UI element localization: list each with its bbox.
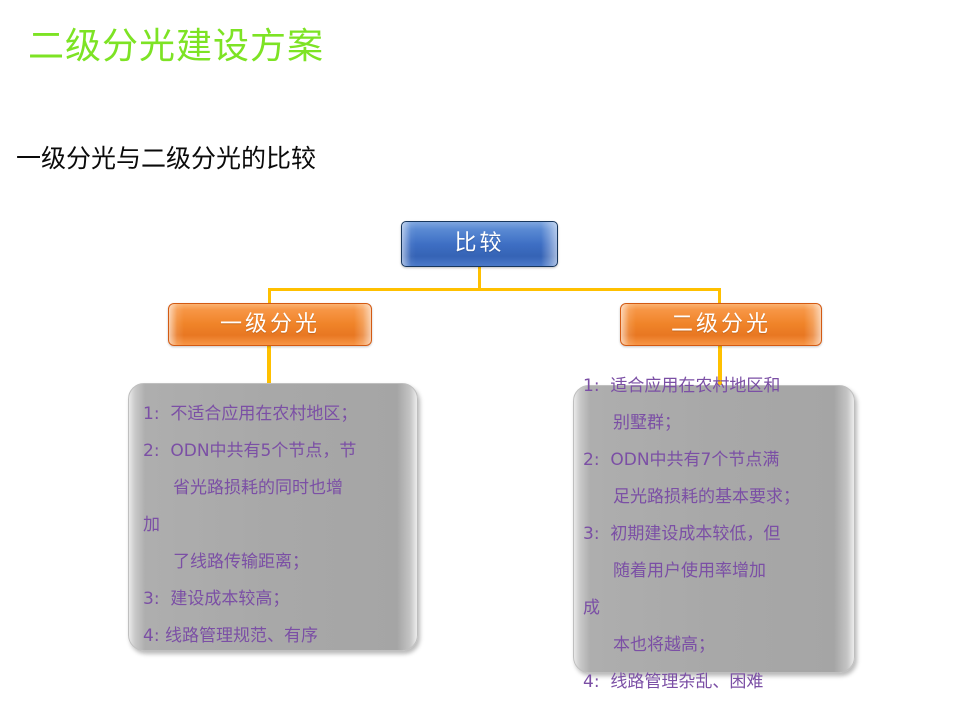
page-title: 二级分光建设方案 <box>28 26 325 67</box>
connector-right-to-panel <box>718 344 722 386</box>
detail-panel-line: 随着用户使用率增加 <box>613 561 766 581</box>
detail-panel-line: 别墅群； <box>613 413 681 433</box>
detail-panel-level-two-text: 1: 适合应用在农村地区和别墅群； 2: ODN中共有7个节点满足光路损耗的基本要… <box>583 368 800 701</box>
connector-drop-right <box>718 288 721 305</box>
slide-subtitle: 一级分光与二级分光的比较 <box>16 144 317 173</box>
detail-panel-line: 2: ODN中共有7个节点满 <box>583 450 780 470</box>
detail-panel-line: 2: ODN中共有5个节点，节 <box>143 441 357 461</box>
detail-panel-line: 1: 适合应用在农村地区和 <box>583 376 781 396</box>
detail-panel-line: 了线路传输距离； <box>173 552 309 572</box>
detail-panel-line: 本也将越高； <box>613 635 715 655</box>
diagram-node-root-label: 比较 <box>454 231 505 256</box>
detail-panel-line: 4: 线路管理规范、有序 <box>143 626 318 646</box>
detail-panel-line: 成 <box>583 598 600 618</box>
connector-root-stem <box>478 266 481 290</box>
connector-left-to-panel <box>267 346 271 384</box>
diagram-node-level-two[interactable]: 二级分光 <box>620 303 822 346</box>
connector-drop-left <box>268 288 271 305</box>
detail-panel-line: 3: 初期建设成本较低，但 <box>583 524 781 544</box>
detail-panel-level-one <box>128 383 418 651</box>
diagram-node-level-one[interactable]: 一级分光 <box>168 303 372 346</box>
connector-horizontal-bar <box>268 288 721 291</box>
detail-panel-line: 足光路损耗的基本要求； <box>613 487 800 507</box>
diagram-node-level-one-label: 一级分光 <box>219 311 320 337</box>
diagram-node-root[interactable]: 比较 <box>401 221 558 267</box>
detail-panel-line: 省光路损耗的同时也增 <box>173 478 343 498</box>
detail-panel-line: 加 <box>143 515 160 535</box>
detail-panel-level-one-text: 1: 不适合应用在农村地区； 2: ODN中共有5个节点，节省光路损耗的同时也增加… <box>143 396 357 655</box>
detail-panel-level-two <box>573 385 855 673</box>
detail-panel-line: 3: 建设成本较高； <box>143 589 290 609</box>
detail-panel-line: 4: 线路管理杂乱、困难 <box>583 672 764 692</box>
detail-panel-line: 1: 不适合应用在农村地区； <box>143 404 358 424</box>
diagram-node-level-two-label: 二级分光 <box>670 311 771 337</box>
